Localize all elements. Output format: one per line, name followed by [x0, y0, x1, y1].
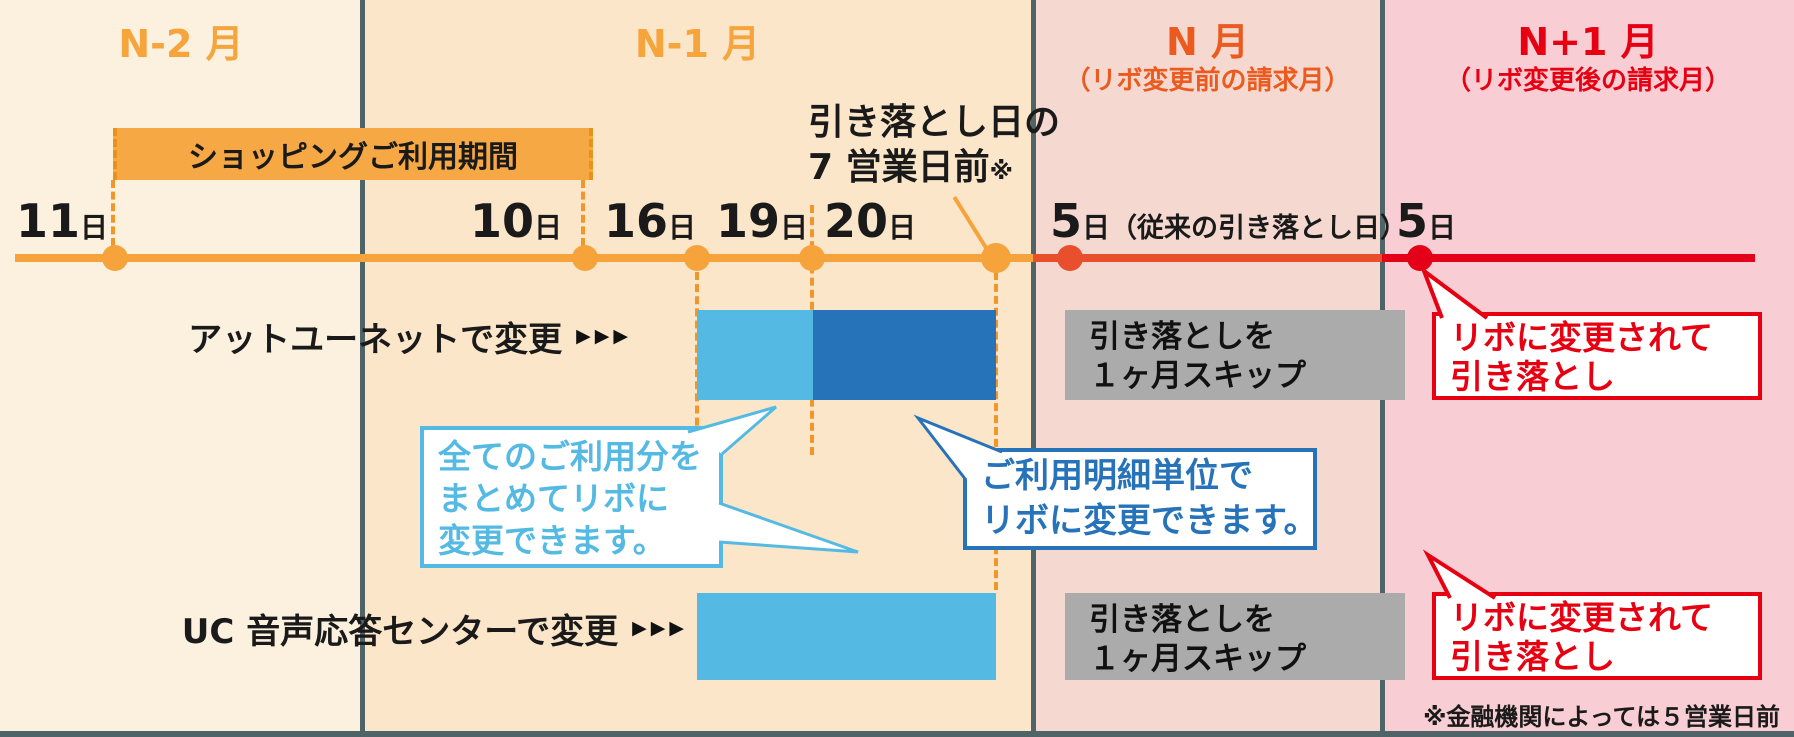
footnote: ※金融機関によっては５営業日前	[1423, 703, 1780, 731]
day5-n-plus-1-number: 5	[1396, 194, 1429, 248]
bottom-border	[0, 731, 1794, 737]
header-n-plus-1-sublabel: （リボ変更後の請求月）	[1444, 66, 1731, 96]
debit-day-note-line2: 7 営業日前※	[808, 147, 1013, 188]
header-n-plus-1: N+1 月 （リボ変更後の請求月）	[1382, 22, 1794, 96]
day19-suffix: 日	[780, 211, 809, 244]
callout-all-line2: まとめてリボに	[438, 479, 669, 518]
row1-lightblue-bar	[697, 310, 813, 400]
day10-suffix: 日	[534, 211, 563, 244]
row1-result-line1: リボに変更されて	[1450, 318, 1714, 357]
row2-lightblue-bar	[697, 593, 996, 680]
row2-result-line1: リボに変更されて	[1450, 598, 1714, 637]
header-n-minus-1-label: N-1 月	[634, 22, 761, 66]
row-uc-voice-label: UC 音声応答センターで変更	[181, 611, 619, 652]
day5-n-number: 5	[1050, 194, 1083, 248]
column-divider-1	[360, 0, 365, 737]
row2-skip-line2: １ヶ月スキップ	[1089, 641, 1306, 677]
day19-number: 19	[716, 194, 781, 248]
header-n-minus-2-label: N-2 月	[118, 22, 244, 66]
row1-skip-line1: 引き落としを	[1089, 319, 1275, 355]
row-atyounet-arrows-icon: ▶▶▶	[576, 325, 632, 347]
row2-result-line2: 引き落とし	[1450, 637, 1615, 676]
header-n-sublabel: （リボ変更前の請求月）	[1064, 66, 1351, 96]
column-divider-2	[1031, 0, 1036, 737]
row1-result-bubble: リボに変更されて 引き落とし	[1432, 312, 1762, 400]
row-atyounet-label: アットユーネットで変更	[188, 319, 563, 360]
date-label-day5-n: 5日（従来の引き落とし日）	[1050, 196, 1407, 246]
row1-result-line2: 引き落とし	[1450, 357, 1615, 396]
shopping-period-bar: ショッピングご利用期間	[113, 128, 593, 180]
callout-per-statement: ご利用明細単位で リボに変更できます。	[963, 448, 1318, 550]
timeline-dot-day10	[572, 245, 598, 271]
date-label-day11: 11日	[16, 196, 108, 246]
header-n-label: N 月	[1165, 20, 1250, 64]
timeline-dot-day5-n-plus-1	[1407, 245, 1433, 271]
timeline-dot-day16	[684, 245, 710, 271]
day16-number: 16	[604, 194, 669, 248]
day10-number: 10	[470, 194, 535, 248]
timeline-dot-day19	[799, 245, 825, 271]
callout-all-line3: 変更できます。	[438, 521, 666, 560]
timeline-segment-orange	[15, 254, 1033, 262]
timeline-segment-orange-red	[1033, 254, 1382, 262]
row2-result-bubble: リボに変更されて 引き落とし	[1432, 592, 1762, 680]
day16-suffix: 日	[668, 211, 697, 244]
callout-all-line1: 全てのご利用分を	[438, 437, 702, 476]
row1-darkblue-bar	[813, 310, 996, 400]
debit-day-note-asterisk: ※	[989, 157, 1013, 185]
column-n-minus-2	[0, 0, 362, 737]
date-label-day10: 10日	[470, 196, 562, 246]
timeline-segment-red	[1382, 254, 1755, 262]
date-label-day16: 16日	[604, 196, 696, 246]
callout-per-line1: ご利用明細単位で	[981, 456, 1253, 496]
dashed-line-day10	[581, 180, 585, 246]
day5-n-plus-1-suffix: 日	[1428, 211, 1457, 244]
day20-number: 20	[824, 194, 889, 248]
debit-day-note: 引き落とし日の 7 営業日前※	[808, 100, 1060, 194]
callout-all-purchases: 全てのご利用分を まとめてリボに 変更できます。	[420, 426, 723, 568]
date-label-day20: 20日	[824, 196, 916, 246]
day5-n-suffix: 日	[1082, 211, 1111, 244]
row-uc-voice-arrows-icon: ▶▶▶	[632, 617, 688, 639]
date-label-day19: 19日	[716, 196, 808, 246]
shopping-period-label: ショッピングご利用期間	[188, 140, 518, 175]
callout-per-line2: リボに変更できます。	[981, 501, 1318, 541]
row1-skip-line2: １ヶ月スキップ	[1089, 358, 1306, 394]
day11-suffix: 日	[80, 211, 109, 244]
dashed-line-day11	[111, 180, 115, 246]
day11-number: 11	[16, 194, 81, 248]
header-n-minus-1: N-1 月	[362, 24, 1033, 64]
day5-n-note: （従来の引き落とし日）	[1110, 213, 1408, 244]
date-label-day5-n-plus-1: 5日	[1396, 196, 1456, 246]
header-n-plus-1-label: N+1 月	[1517, 20, 1659, 64]
header-n: N 月 （リボ変更前の請求月）	[1033, 22, 1382, 96]
row1-skip-box: 引き落としを １ヶ月スキップ	[1065, 310, 1405, 400]
row2-skip-box: 引き落としを １ヶ月スキップ	[1065, 593, 1405, 680]
debit-day-note-line1: 引き落とし日の	[808, 102, 1061, 143]
header-n-minus-2: N-2 月	[0, 24, 362, 64]
timeline-dot-day5-n	[1057, 245, 1083, 271]
row-atyounet: アットユーネットで変更 ▶▶▶	[150, 312, 632, 360]
day20-suffix: 日	[888, 211, 917, 244]
timeline-dot-day11	[102, 245, 128, 271]
row-uc-voice: UC 音声応答センターで変更 ▶▶▶	[150, 604, 688, 652]
row2-skip-line1: 引き落としを	[1089, 602, 1275, 638]
